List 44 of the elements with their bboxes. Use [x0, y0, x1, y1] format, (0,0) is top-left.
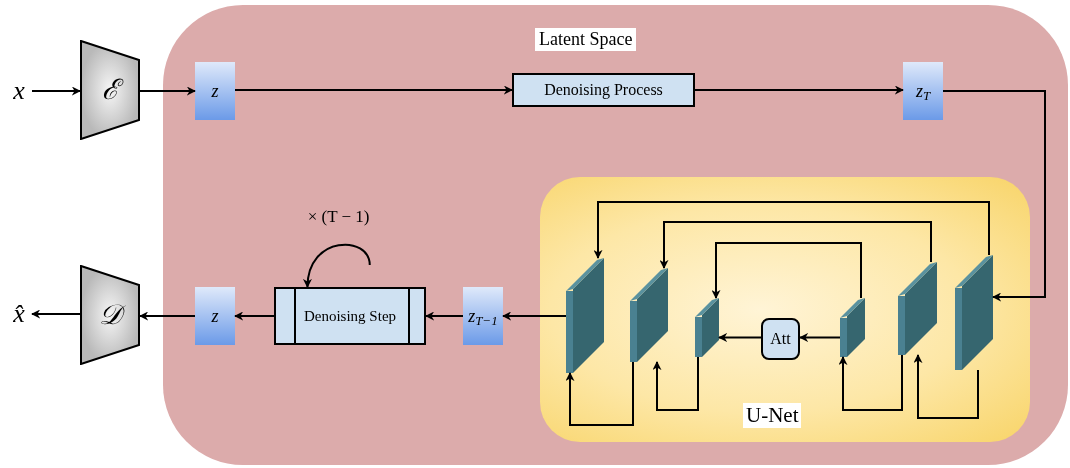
- section-title: U-Net: [743, 403, 802, 428]
- decoder-trapezoid: [80, 265, 140, 365]
- arrow: [659, 221, 932, 269]
- process-box: Denoising Step: [274, 287, 426, 345]
- math-symbol: x̂: [6, 298, 32, 330]
- feature-map-slab: [955, 255, 993, 370]
- arrow: [425, 311, 464, 321]
- feature-map-slab: [840, 298, 865, 357]
- math-symbol: ℰ: [80, 73, 140, 107]
- latent-vector-box: z$_{T}$: [903, 62, 943, 120]
- latent-vector-box: z: [195, 287, 235, 345]
- arrow: [234, 311, 275, 321]
- latent-vector-box: z$_{T−1}$: [463, 287, 503, 345]
- feature-map-slab: [898, 262, 937, 355]
- arrow: [838, 354, 903, 411]
- edge-label: × (T − 1): [306, 207, 371, 227]
- feature-map-slab: [695, 298, 719, 357]
- arrow: [711, 242, 862, 299]
- arrow: [139, 311, 196, 321]
- arrow: [593, 201, 990, 259]
- encoder-trapezoid: [80, 40, 140, 140]
- arrow: [652, 356, 699, 411]
- feature-map-slab: [566, 258, 604, 373]
- arrow: [799, 333, 841, 342]
- process-box: Denoising Process: [512, 73, 695, 107]
- attention-box: Att: [761, 318, 800, 360]
- arrow: [31, 309, 81, 319]
- arrow: [234, 85, 513, 95]
- arrow: [718, 333, 762, 342]
- section-title: Latent Space: [535, 28, 637, 51]
- feature-map-slab: [630, 268, 668, 362]
- arrow: [139, 86, 196, 96]
- arrow: [942, 90, 1046, 302]
- math-symbol: 𝒟: [80, 298, 140, 332]
- arrow: [303, 243, 371, 288]
- arrow: [694, 85, 904, 95]
- arrow: [31, 86, 81, 96]
- latent-vector-box: z: [195, 62, 235, 120]
- arrow: [502, 311, 567, 321]
- unet-region: [540, 177, 1030, 442]
- math-symbol: x: [6, 76, 32, 106]
- latent-space-region: [163, 5, 1068, 465]
- arrow: [565, 361, 634, 426]
- arrow: [913, 354, 979, 419]
